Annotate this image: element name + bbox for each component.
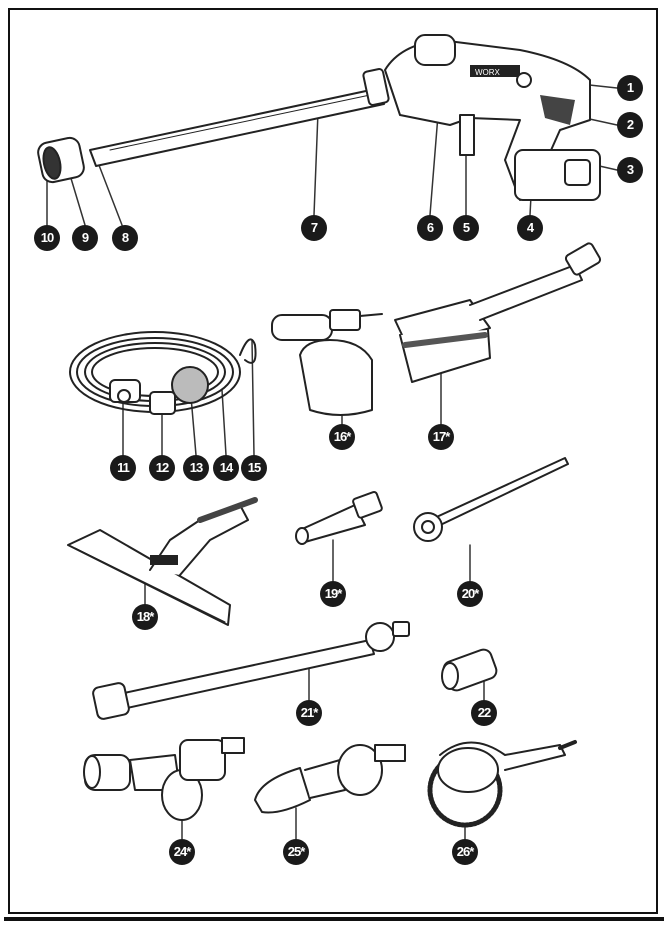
window-squeegee	[67, 497, 258, 626]
callout-20-optional: 20*	[457, 581, 483, 607]
callout-24-optional: 24*	[169, 839, 195, 865]
callout-8: 8	[112, 225, 138, 251]
callout-26-optional: 26*	[452, 839, 478, 865]
foam-bottle	[271, 309, 383, 416]
callout-18-optional: 18*	[132, 604, 158, 630]
callout-16-optional: 16*	[329, 424, 355, 450]
callout-22: 22	[471, 700, 497, 726]
spray-gun: WORX	[37, 34, 601, 201]
callout-15: 15	[241, 455, 267, 481]
logo-text: WORX	[475, 68, 501, 77]
bottom-rule	[4, 917, 664, 921]
callout-5: 5	[453, 215, 479, 241]
callout-21-optional: 21*	[296, 700, 322, 726]
callout-11: 11	[110, 455, 136, 481]
callout-25-optional: 25*	[283, 839, 309, 865]
callout-4: 4	[517, 215, 543, 241]
callout-19-optional: 19*	[320, 581, 346, 607]
page-border	[8, 8, 658, 914]
extension-wand	[92, 621, 410, 720]
callout-2: 2	[617, 112, 643, 138]
rotating-brush	[427, 740, 577, 828]
callout-10: 10	[34, 225, 60, 251]
callout-14: 14	[213, 455, 239, 481]
callout-7: 7	[301, 215, 327, 241]
callout-3: 3	[617, 157, 643, 183]
vehicle-brush	[394, 242, 602, 383]
turbo-nozzle	[295, 491, 383, 545]
hose-adapter	[441, 648, 498, 692]
callout-1: 1	[617, 75, 643, 101]
hose-coil	[69, 331, 257, 415]
multi-angle-nozzle	[83, 737, 245, 821]
callout-13: 13	[183, 455, 209, 481]
callout-6: 6	[417, 215, 443, 241]
patio-cleaner-nozzle	[254, 744, 406, 814]
callout-9: 9	[72, 225, 98, 251]
callout-12: 12	[149, 455, 175, 481]
callout-17-optional: 17*	[428, 424, 454, 450]
angled-wand	[413, 457, 569, 542]
